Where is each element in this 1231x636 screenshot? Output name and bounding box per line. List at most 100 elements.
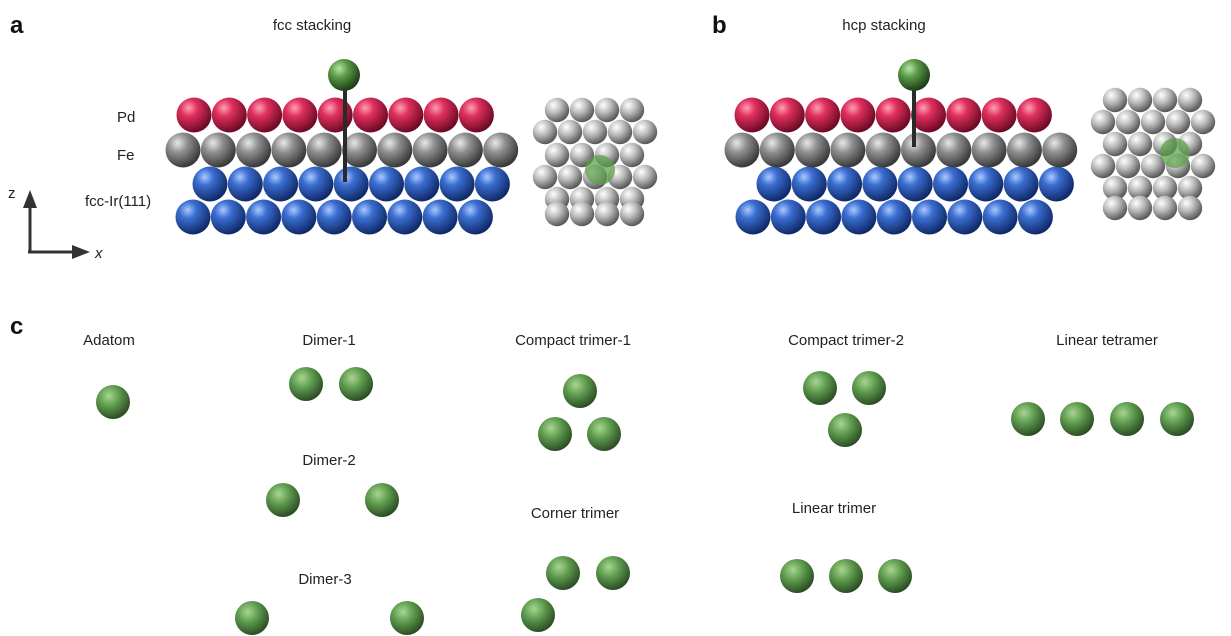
top-view-atom [619,97,645,123]
ir-atom [352,199,387,235]
fe-atom [724,132,760,168]
layer-label-fe: Fe [117,147,135,164]
fe-atom [412,132,448,168]
ir-atom [1017,199,1053,235]
fe-atom [377,132,413,168]
fe-atom [830,132,866,168]
ir-atom [1038,166,1074,202]
ir-atom [791,166,827,202]
cluster-atom [235,601,269,635]
top-view-atom [1090,153,1116,179]
ir-atom [862,166,898,202]
top-view-atom [532,119,558,145]
pd-atom [211,97,247,133]
ir-atom [210,199,246,235]
z-axis-label: z [8,185,16,202]
top-view-atom [569,201,595,227]
compact-trimer-1-caption: Compact trimer-1 [515,332,631,349]
fe-atom [865,132,901,168]
pd-atom [769,97,805,133]
pd-atom [282,97,318,133]
fe-atom [236,132,272,168]
top-view-atom [1102,131,1128,157]
cluster-compact-trimer-2 [803,371,886,447]
ir-atom [192,166,228,202]
x-axis-arrowhead [72,245,90,259]
pd-atom [911,97,946,133]
top-view-atom [532,164,558,190]
top-view-atom [632,164,658,190]
top-view-atom [1127,131,1153,157]
top-view-atom [569,97,595,123]
top-view-atom [1177,175,1203,201]
panel-c-letter: c [10,313,23,340]
top-view-atom [594,201,620,227]
ir-atom [227,166,263,202]
panel-b-letter: b [712,12,727,39]
ir-atom [735,199,771,235]
cluster-atom [596,556,630,590]
panel-b-title: hcp stacking [842,17,925,34]
panel-a-letter: a [10,12,24,39]
cluster-atom [1110,402,1144,436]
cluster-atom [289,367,323,401]
fe-atom [901,132,936,168]
top-view-atom [1190,109,1216,135]
fe-atom [936,132,972,168]
ir-layer-bottom [735,199,1053,235]
ir-atom [841,199,877,235]
cluster-atom [96,385,130,419]
ir-atom [457,199,493,235]
top-view-atom [1090,109,1116,135]
cluster-atom [546,556,580,590]
top-view-atom [1127,175,1153,201]
layer-label-substrate: fcc-Ir(111) [85,193,151,210]
top-view-atom [594,97,620,123]
pd-layer [176,97,494,133]
top-view-atom [1115,153,1141,179]
side-view-fcc [165,59,519,235]
ir-atom [333,166,369,202]
ir-atom [316,199,352,235]
ir-atom [1003,166,1039,202]
ir-atom [827,166,863,202]
ir-layer-top [756,166,1074,202]
top-view-fcc [532,97,658,227]
cluster-atom [1060,402,1094,436]
pd-atom [458,97,494,133]
cluster-adatom [96,385,130,419]
corner-trimer-caption: Corner trimer [531,505,619,522]
ir-atom [982,199,1018,235]
fe-atom [795,132,831,168]
top-view-atom [1127,195,1153,221]
ir-atom [756,166,792,202]
linear-trimer-caption: Linear trimer [792,500,876,517]
cluster-atom [538,417,572,451]
top-view-atom [1127,87,1153,113]
fe-atom [447,132,483,168]
ir-atom [474,166,510,202]
top-view-atom [544,201,570,227]
cluster-linear-tetramer [1011,402,1194,436]
cluster-corner-trimer [521,556,630,632]
top-view-atom [632,119,658,145]
pd-atom [805,97,841,133]
fe-atom [306,132,342,168]
top-view-atom [557,119,583,145]
linear-tetramer-caption: Linear tetramer [1056,332,1158,349]
cluster-atom [1160,402,1194,436]
layer-label-pd: Pd [117,109,135,126]
cluster-dimer-1 [289,367,373,401]
compact-trimer-2-caption: Compact trimer-2 [788,332,904,349]
ir-atom [876,199,912,235]
top-view-atom [1102,175,1128,201]
fe-atom [1042,132,1078,168]
top-view-atom [1102,87,1128,113]
ir-atom [369,166,404,202]
cluster-atom [852,371,886,405]
ir-atom [912,199,947,235]
ir-atom [947,199,983,235]
ir-atom [263,166,299,202]
fe-atom [342,132,377,168]
